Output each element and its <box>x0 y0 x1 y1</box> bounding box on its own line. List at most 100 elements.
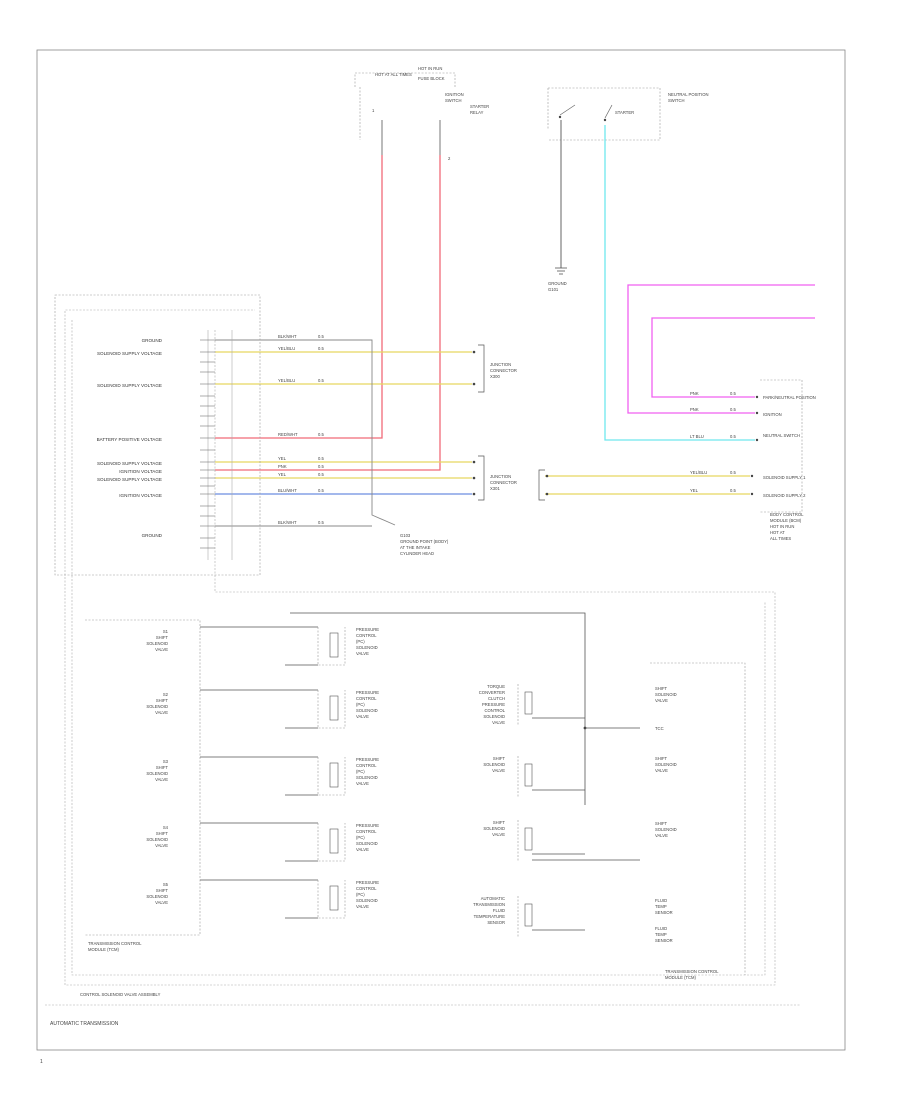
bcm-wire-0: PNK <box>690 391 699 396</box>
pin-label-3: BATTERY POSITIVE VOLTAGE <box>97 437 162 442</box>
wire-gauge-5: 0.5 <box>318 464 324 469</box>
wire-label-0: BLK/WHT <box>278 334 297 339</box>
solenoid-right-label: SOLENOID <box>655 762 677 767</box>
transmission-enclosure <box>64 309 776 986</box>
solenoid-part-label: SOLENOID <box>356 841 378 846</box>
solenoid-id: S5 <box>163 882 169 887</box>
solenoid-id: S4 <box>163 825 169 830</box>
wire-label-8: BLK/WHT <box>278 520 297 525</box>
solenoid-right-label: SHIFT <box>655 756 668 761</box>
bcm-wire-4: YEL <box>690 488 699 493</box>
solenoid-mid-label: TORQUE <box>487 684 505 689</box>
solenoid-right-label: SHIFT <box>655 821 668 826</box>
footer-code: 1 <box>40 1059 43 1065</box>
solenoid-mid-label: CONTROL <box>485 708 506 713</box>
solenoid-right-label: VALVE <box>655 833 668 838</box>
tcm-block-label-0: TRANSMISSION CONTROL <box>88 941 142 946</box>
fuse-wire-id-0: 1 <box>372 108 375 113</box>
ground-label: GROUND <box>548 281 567 286</box>
body-assembly-label: CONTROL SOLENOID VALVE ASSEMBLY <box>80 992 161 997</box>
solenoid-label: SHIFT <box>156 698 169 703</box>
solenoid-part-label: SOLENOID <box>356 775 378 780</box>
bcm-title-1: MODULE (BCM) <box>770 518 802 523</box>
valve-body-enclosure <box>71 320 766 976</box>
pin-ticks <box>200 339 215 549</box>
bcm-row-1: IGNITION <box>763 412 782 417</box>
solenoid-part-label: PRESSURE <box>356 823 379 828</box>
wire-gauge-0: 0.5 <box>318 334 324 339</box>
pin-label-1: SOLENOID SUPPLY VOLTAGE <box>97 351 162 356</box>
bcm-row-4: SOLENOID SUPPLY 2 <box>763 493 806 498</box>
solenoid-part-label: PRESSURE <box>356 627 379 632</box>
solenoid-right-label: VALVE <box>655 768 668 773</box>
solenoid-id: S2 <box>163 692 169 697</box>
bcm-gauge-4: 0.5 <box>730 488 736 493</box>
solenoid-mid-coil-icon <box>524 903 533 927</box>
solenoid-mid-label: PRESSURE <box>482 702 505 707</box>
bcm-row-3: SOLENOID SUPPLY 1 <box>763 475 806 480</box>
solenoid-part-label: CONTROL <box>356 633 377 638</box>
page-frame <box>36 49 846 1051</box>
neutral-label-1: SWITCH <box>668 98 685 103</box>
solenoid-part-label: VALVE <box>356 847 369 852</box>
wire-magenta-1 <box>627 284 815 414</box>
solenoid-supply-bus <box>290 612 586 805</box>
bcm-row-2: NEUTRAL SWITCH <box>763 433 800 438</box>
solenoid-right-label: FLUID <box>655 898 667 903</box>
bcm-gauge-3: 0.5 <box>730 470 736 475</box>
solenoid-right-label: SENSOR <box>655 938 673 943</box>
fuse-wire-id-1: 2 <box>448 156 451 161</box>
bcm-title-0: BODY CONTROL <box>770 512 804 517</box>
junction-connector-upper: JUNCTION CONNECTOR X300 <box>472 344 517 393</box>
solenoid-mid-label: CONVERTER <box>479 690 505 695</box>
ignition-label-0: IGNITION <box>445 92 464 97</box>
wire-label-7: BLU/WHT <box>278 488 297 493</box>
solenoid-label: VALVE <box>155 710 168 715</box>
bcm-sub-0: HOT IN RUN <box>770 524 794 529</box>
solenoid-right-label: TEMP <box>655 904 667 909</box>
pin-label-0: GROUND <box>142 338 163 343</box>
solenoid-right-label: TEMP <box>655 932 667 937</box>
solenoid-part-label: SOLENOID <box>356 645 378 650</box>
pin-label-4: SOLENOID SUPPLY VOLTAGE <box>97 461 162 466</box>
solenoid-left-3: S4SHIFTSOLENOIDVALVEPRESSURECONTROL(PC)S… <box>146 822 379 862</box>
pin-label-6: SOLENOID SUPPLY VOLTAGE <box>97 477 162 482</box>
page-title: AUTOMATIC TRANSMISSION <box>50 1021 119 1027</box>
solenoid-body <box>317 690 346 729</box>
bcm-gauge-0: 0.5 <box>730 391 736 396</box>
pin-label-2: SOLENOID SUPPLY VOLTAGE <box>97 383 162 388</box>
solenoid-label: VALVE <box>155 777 168 782</box>
fuse-block: HOT AT ALL TIMES HOT IN RUN FUSE BLOCK I… <box>354 66 464 161</box>
solenoid-mid-label: VALVE <box>492 832 505 837</box>
wire-label-2: YEL/BLU <box>278 378 295 383</box>
solenoid-left-4: S5SHIFTSOLENOIDVALVEPRESSURECONTROL(PC)S… <box>146 879 379 919</box>
solenoid-body <box>317 823 346 862</box>
starter-relay: STARTER RELAY <box>470 88 549 130</box>
solenoid-right-sub: TCC <box>655 726 664 731</box>
body-control-module: PARK/NEUTRAL POSITION IGNITION NEUTRAL S… <box>690 379 816 541</box>
solenoid-right-label: SOLENOID <box>655 692 677 697</box>
solenoid-id: S3 <box>163 759 169 764</box>
splice-label-3: CYLINDER HEAD <box>400 551 434 556</box>
junction-lower-0: JUNCTION <box>490 474 511 479</box>
solenoid-mid-label: TEMPERATURE <box>474 914 506 919</box>
solenoid-mid-label: SOLENOID <box>483 714 505 719</box>
wire-labels: BLK/WHT 0.5 YEL/BLU 0.5 YEL/BLU 0.5 RED/… <box>278 334 324 525</box>
ground-sub: G101 <box>548 287 559 292</box>
wire-magenta-2 <box>651 317 815 398</box>
fuse-label-2: FUSE BLOCK <box>418 76 445 81</box>
starter-label-0: STARTER <box>470 104 489 109</box>
bcm-gauge-1: 0.5 <box>730 407 736 412</box>
solenoids-mid: TORQUECONVERTERCLUTCHPRESSURECONTROLSOLE… <box>473 684 640 938</box>
neutral-contact-label: STARTER <box>615 110 634 115</box>
solenoid-part-label: (PC) <box>356 769 365 774</box>
solenoid-right-label: VALVE <box>655 698 668 703</box>
bcm-wire-3: YEL/BLU <box>690 470 707 475</box>
junction-upper-2: X300 <box>490 374 500 379</box>
solenoids-right: SHIFTSOLENOIDVALVETCCSHIFTSOLENOIDVALVES… <box>655 686 677 943</box>
